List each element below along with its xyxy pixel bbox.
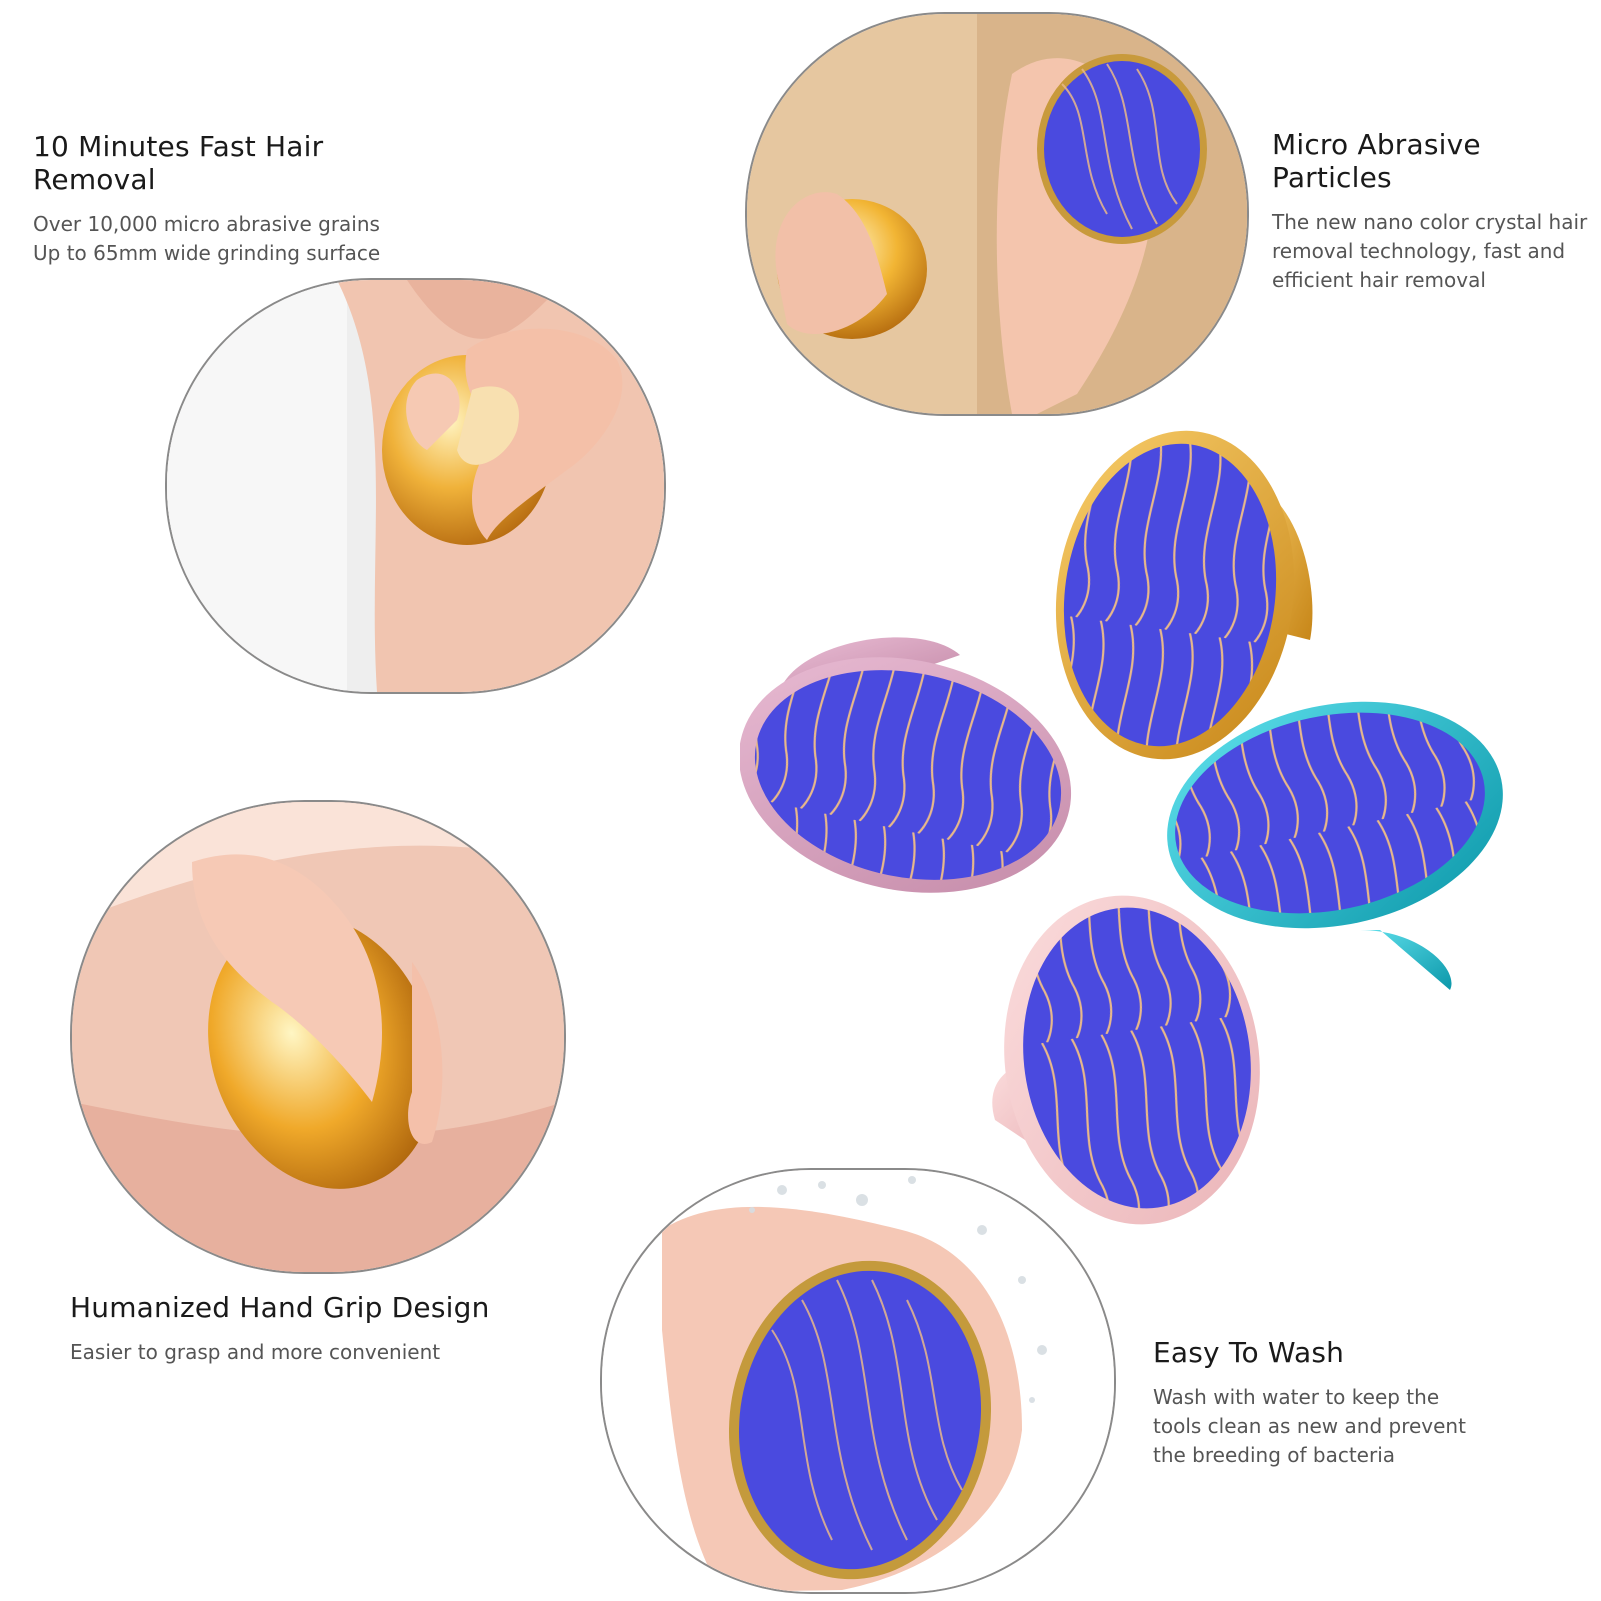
photo-washing-eraser bbox=[600, 1168, 1116, 1594]
feature-line: the breeding of bacteria bbox=[1153, 1443, 1396, 1467]
feature-title: 10 Minutes Fast Hair Removal bbox=[33, 130, 324, 196]
feature-micro-abrasive: Micro Abrasive Particles The new nano co… bbox=[1272, 128, 1592, 295]
photo-hand-holding-eraser bbox=[745, 12, 1249, 416]
feature-line: The new nano color crystal hair bbox=[1272, 210, 1588, 234]
feature-line: removal technology, fast and bbox=[1272, 239, 1566, 263]
feature-fast-hair-removal: 10 Minutes Fast Hair Removal Over 10,000… bbox=[33, 130, 453, 268]
photo-hand-grip bbox=[70, 800, 566, 1274]
product-illustration bbox=[738, 430, 1503, 1225]
photo-armpit-use bbox=[165, 278, 666, 694]
rose-eraser bbox=[738, 637, 1072, 893]
teal-eraser bbox=[1167, 701, 1503, 990]
feature-line: Wash with water to keep the bbox=[1153, 1385, 1440, 1409]
product-color-variants bbox=[738, 430, 1560, 1250]
gold-eraser bbox=[1055, 430, 1313, 760]
feature-title: Micro Abrasive Particles bbox=[1272, 128, 1481, 194]
feature-line: efficient hair removal bbox=[1272, 268, 1486, 292]
feature-title: Humanized Hand Grip Design bbox=[70, 1291, 490, 1324]
feature-line: Easier to grasp and more convenient bbox=[70, 1340, 441, 1364]
feature-hand-grip: Humanized Hand Grip Design Easier to gra… bbox=[70, 1291, 530, 1367]
feature-title: Easy To Wash bbox=[1153, 1336, 1345, 1369]
feature-line: tools clean as new and prevent bbox=[1153, 1414, 1466, 1438]
pink-eraser bbox=[992, 895, 1260, 1225]
feature-easy-wash: Easy To Wash Wash with water to keep the… bbox=[1153, 1336, 1493, 1470]
feature-line: Over 10,000 micro abrasive grains bbox=[33, 212, 380, 236]
feature-line: Up to 65mm wide grinding surface bbox=[33, 241, 381, 265]
